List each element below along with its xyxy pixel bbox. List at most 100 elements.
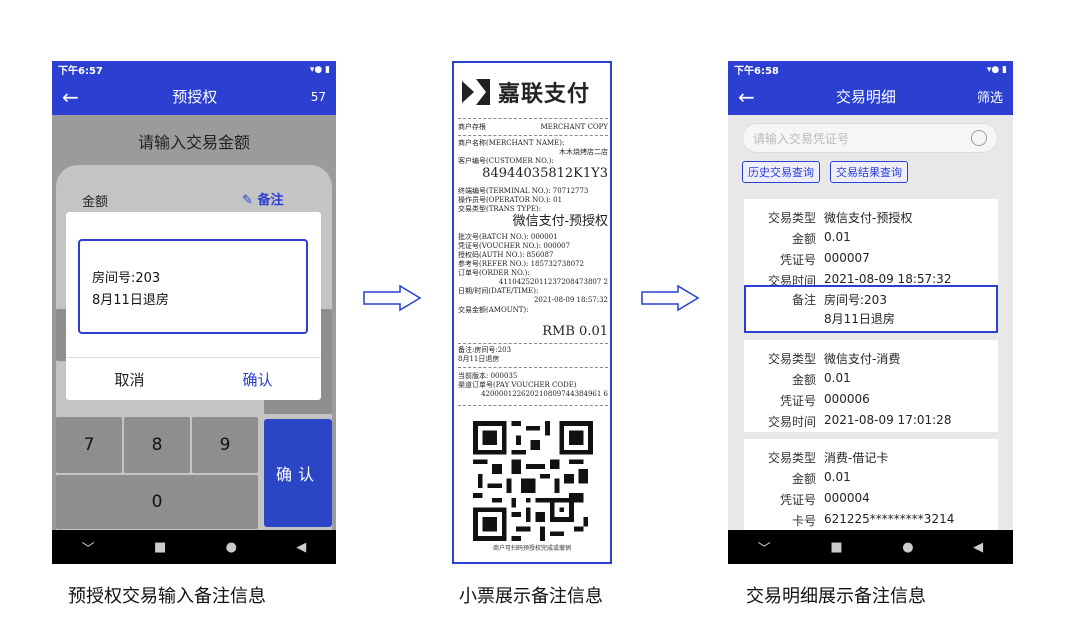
- voucher-key: 凭证号: [779, 253, 816, 267]
- cancel-button[interactable]: 取消: [114, 370, 145, 389]
- merchant-copy-row: 商户存根 MERCHANT COPY: [458, 123, 608, 132]
- customer-no-label: 客户编号(CUSTOMER NO.):: [458, 157, 554, 165]
- search-placeholder: 请输入交易凭证号: [753, 131, 850, 146]
- type-key: 交易类型: [767, 451, 816, 465]
- amount-value: 0.01: [824, 371, 851, 385]
- nav-back-icon[interactable]: ◀: [973, 539, 984, 555]
- system-nav-bar: ﹀ ■ ● ◀: [52, 530, 336, 564]
- merchant-copy-en: MERCHANT COPY: [540, 123, 608, 131]
- amount-label: 金额: [82, 195, 109, 210]
- type-key: 交易类型: [767, 211, 816, 225]
- voucher-key: 凭证号: [779, 394, 816, 408]
- amount-key: 金额: [791, 373, 816, 387]
- t1-voucher-row: 凭证号 000007: [744, 251, 870, 268]
- arrow-right-icon: [363, 284, 422, 312]
- operator-row: 操作员号(OPERATOR NO.): 01: [458, 196, 563, 204]
- memo-value-2: 8月11日退房: [824, 312, 895, 326]
- transaction-card[interactable]: [744, 340, 998, 432]
- customer-no-value: 84944035812K1Y3: [482, 166, 608, 181]
- version-row: 当前版本: 000035: [458, 372, 518, 380]
- voucher-search-input[interactable]: 请输入交易凭证号: [742, 123, 998, 153]
- phone-transaction-detail: 下午6:58 ▾● ▮ ← 交易明细 筛选 请输入交易凭证号 历史交易查询 交易…: [728, 61, 1013, 564]
- nav-back-icon[interactable]: ◀: [296, 539, 307, 555]
- key-0[interactable]: 0: [56, 475, 258, 529]
- memo-line-1: 房间号:203: [92, 271, 161, 286]
- type-key: 交易类型: [767, 352, 816, 366]
- memo-line-2: 8月11日退房: [458, 355, 500, 363]
- divider: [458, 405, 608, 406]
- edit-icon: ✎: [242, 193, 253, 208]
- t3-type-row: 交易类型消费-借记卡: [744, 449, 888, 466]
- transaction-card[interactable]: [744, 439, 998, 534]
- memo-key: 备注: [791, 293, 816, 307]
- channel-label: 渠道订单号(PAY VOUCHER CODE): [458, 381, 577, 389]
- batch-row: 批次号(BATCH NO.): 000001: [458, 233, 558, 241]
- refer-row: 参考号(REFER NO.): 185732738072: [458, 260, 585, 268]
- status-time: 下午6:57: [58, 66, 103, 77]
- datetime-label: 日期/时间(DATE/TIME):: [458, 287, 539, 295]
- confirm-button[interactable]: 确认: [242, 370, 273, 389]
- time-value: 2021-08-09 17:01:28: [824, 413, 952, 427]
- type-value: 微信支付-消费: [824, 352, 901, 366]
- type-value: 消费-借记卡: [824, 451, 889, 465]
- app-bar: ← 交易明细 筛选: [728, 78, 1013, 115]
- t1-memo-row: 备注房间号:203: [744, 291, 887, 308]
- merchant-name-value: 木木烧烤店二店: [559, 148, 608, 156]
- key-confirm[interactable]: 确认: [264, 419, 332, 527]
- receipt: 嘉联支付 商户存根 MERCHANT COPY 商户名称(MERCHANT NA…: [452, 61, 612, 564]
- nav-recent-icon[interactable]: ■: [830, 539, 843, 555]
- merchant-copy-label: 商户存根: [458, 123, 486, 131]
- qr-code-icon: [473, 421, 593, 541]
- memo-line-2: 8月11日退房: [92, 293, 169, 308]
- key-8[interactable]: 8: [124, 417, 190, 473]
- memo-label: 备注: [257, 193, 284, 208]
- voucher-row: 凭证号(VOUCHER NO.): 000007: [458, 242, 571, 250]
- history-query-button[interactable]: 历史交易查询: [742, 161, 820, 183]
- filter-button[interactable]: 筛选: [976, 91, 1003, 106]
- time-value: 2021-08-09 18:57:32: [824, 272, 952, 286]
- t2-type-row: 交易类型微信支付-消费: [744, 350, 900, 367]
- key-7[interactable]: 7: [56, 417, 122, 473]
- nav-home-icon[interactable]: ●: [225, 539, 237, 555]
- time-key: 交易时间: [767, 274, 816, 288]
- voucher-key: 凭证号: [779, 493, 816, 507]
- search-icon[interactable]: [971, 130, 987, 146]
- voucher-value: 000007: [824, 251, 870, 265]
- t1-memo-row-2: 8月11日退房: [824, 310, 895, 327]
- type-value: 微信支付-预授权: [824, 211, 913, 225]
- nav-home-icon[interactable]: ●: [902, 539, 914, 555]
- memo-button[interactable]: ✎ 备注: [242, 189, 283, 208]
- voucher-value: 000006: [824, 392, 870, 406]
- nav-recent-icon[interactable]: ■: [154, 539, 167, 555]
- status-bar: 下午6:57 ▾● ▮: [52, 61, 336, 78]
- title-right-number: 57: [310, 89, 326, 104]
- back-arrow-icon[interactable]: ←: [738, 84, 755, 109]
- amount-value: RMB 0.01: [542, 324, 608, 339]
- trans-type-label: 交易类型(TRANS TYPE):: [458, 205, 542, 213]
- qr-caption: 商户可扫码预授权完成或撤销: [492, 545, 571, 552]
- order-label: 订单号(ORDER NO.):: [458, 269, 530, 277]
- brand-name: 嘉联支付: [498, 82, 591, 107]
- nav-down-icon[interactable]: ﹀: [81, 541, 95, 557]
- time-key: 交易时间: [767, 415, 816, 429]
- divider: [458, 135, 608, 136]
- system-nav-bar: ﹀ ■ ● ◀: [728, 530, 1013, 564]
- memo-textarea[interactable]: 房间号:203 8月11日退房: [78, 239, 308, 334]
- back-arrow-icon[interactable]: ←: [62, 84, 79, 109]
- brand-logo-icon: [462, 79, 490, 105]
- key-9[interactable]: 9: [192, 417, 258, 473]
- status-icons: ▾● ▮: [986, 64, 1007, 75]
- auth-row: 授权码(AUTH NO.): 856087: [458, 251, 554, 259]
- t1-time-row: 交易时间 2021-08-09 18:57:32: [744, 272, 951, 289]
- divider: [458, 367, 608, 368]
- t1-type-row: 交易类型微信支付-预授权: [744, 209, 912, 226]
- amount-key: 金额: [791, 232, 816, 246]
- result-query-button[interactable]: 交易结果查询: [830, 161, 908, 183]
- nav-down-icon[interactable]: ﹀: [757, 541, 771, 557]
- page-title: 交易明细: [835, 88, 896, 106]
